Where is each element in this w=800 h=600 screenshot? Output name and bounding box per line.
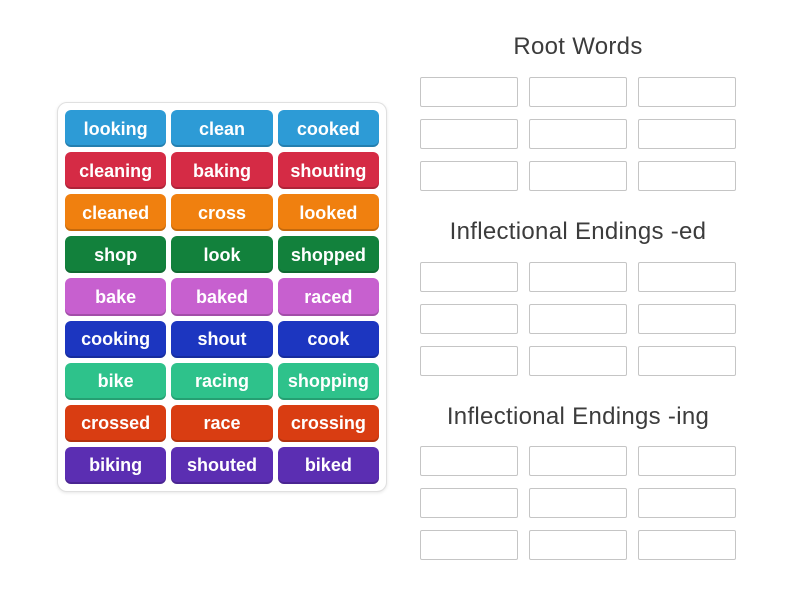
drop-slot[interactable] (638, 261, 736, 292)
group-root-words: Root Words (420, 33, 736, 191)
drop-slot[interactable] (638, 488, 736, 519)
drop-slot[interactable] (529, 446, 627, 477)
word-tile-looking[interactable]: looking (65, 110, 167, 148)
word-tile-cleaned[interactable]: cleaned (65, 194, 167, 232)
word-tile-biking[interactable]: biking (65, 446, 167, 484)
word-tile-clean[interactable]: clean (171, 110, 273, 148)
drop-slot[interactable] (638, 76, 736, 107)
drop-slot[interactable] (638, 160, 736, 191)
word-tile-baked[interactable]: baked (171, 278, 273, 316)
drop-slot[interactable] (420, 261, 518, 292)
word-tile-look[interactable]: look (171, 236, 273, 274)
word-tile-shouted[interactable]: shouted (171, 446, 273, 484)
drop-slot[interactable] (420, 530, 518, 561)
drop-slot[interactable] (420, 446, 518, 477)
slot-grid (420, 446, 736, 561)
drop-slot[interactable] (638, 446, 736, 477)
drop-slot[interactable] (420, 303, 518, 334)
drop-slot[interactable] (420, 345, 518, 376)
drop-slot[interactable] (638, 345, 736, 376)
slot-grid (420, 76, 736, 191)
drop-slot[interactable] (529, 530, 627, 561)
drop-slot[interactable] (638, 530, 736, 561)
word-tile-bake[interactable]: bake (65, 278, 167, 316)
group-panel: Root Words Inflectional Endings -ed Infl… (420, 33, 736, 561)
drop-slot[interactable] (529, 160, 627, 191)
drop-slot[interactable] (420, 76, 518, 107)
drop-slot[interactable] (529, 345, 627, 376)
group-inflectional-ed: Inflectional Endings -ed (420, 218, 736, 376)
drop-slot[interactable] (529, 76, 627, 107)
group-title-inflectional-ing: Inflectional Endings -ing (446, 402, 710, 430)
word-tile-shouting[interactable]: shouting (277, 152, 379, 190)
word-tile-cooking[interactable]: cooking (65, 320, 167, 358)
word-tile-bike[interactable]: bike (65, 362, 167, 400)
group-inflectional-ing: Inflectional Endings -ing (420, 403, 736, 561)
word-tile-racing[interactable]: racing (171, 362, 273, 400)
word-tile-cook[interactable]: cook (277, 320, 379, 358)
drop-slot[interactable] (420, 118, 518, 149)
group-title-root-words: Root Words (513, 33, 643, 60)
word-tile-crossed[interactable]: crossed (65, 404, 167, 442)
word-tile-shopping[interactable]: shopping (277, 362, 379, 400)
drop-slot[interactable] (638, 118, 736, 149)
group-title-inflectional-ed: Inflectional Endings -ed (449, 217, 707, 245)
word-tile-shopped[interactable]: shopped (277, 236, 379, 274)
drop-slot[interactable] (529, 488, 627, 519)
word-tile-crossing[interactable]: crossing (277, 404, 379, 442)
word-tile-cross[interactable]: cross (171, 194, 273, 232)
drop-slot[interactable] (529, 261, 627, 292)
word-tile-baking[interactable]: baking (171, 152, 273, 190)
drop-slot[interactable] (529, 303, 627, 334)
word-tile-cleaning[interactable]: cleaning (65, 152, 167, 190)
word-tile-shop[interactable]: shop (65, 236, 167, 274)
drop-slot[interactable] (638, 303, 736, 334)
word-tile-shout[interactable]: shout (171, 320, 273, 358)
drop-slot[interactable] (420, 160, 518, 191)
word-tile-looked[interactable]: looked (277, 194, 379, 232)
word-tile-cooked[interactable]: cooked (277, 110, 379, 148)
drop-slot[interactable] (420, 488, 518, 519)
word-tile-race[interactable]: race (171, 404, 273, 442)
word-tile-raced[interactable]: raced (277, 278, 379, 316)
drop-slot[interactable] (529, 118, 627, 149)
slot-grid (420, 261, 736, 376)
word-tile-biked[interactable]: biked (277, 446, 379, 484)
